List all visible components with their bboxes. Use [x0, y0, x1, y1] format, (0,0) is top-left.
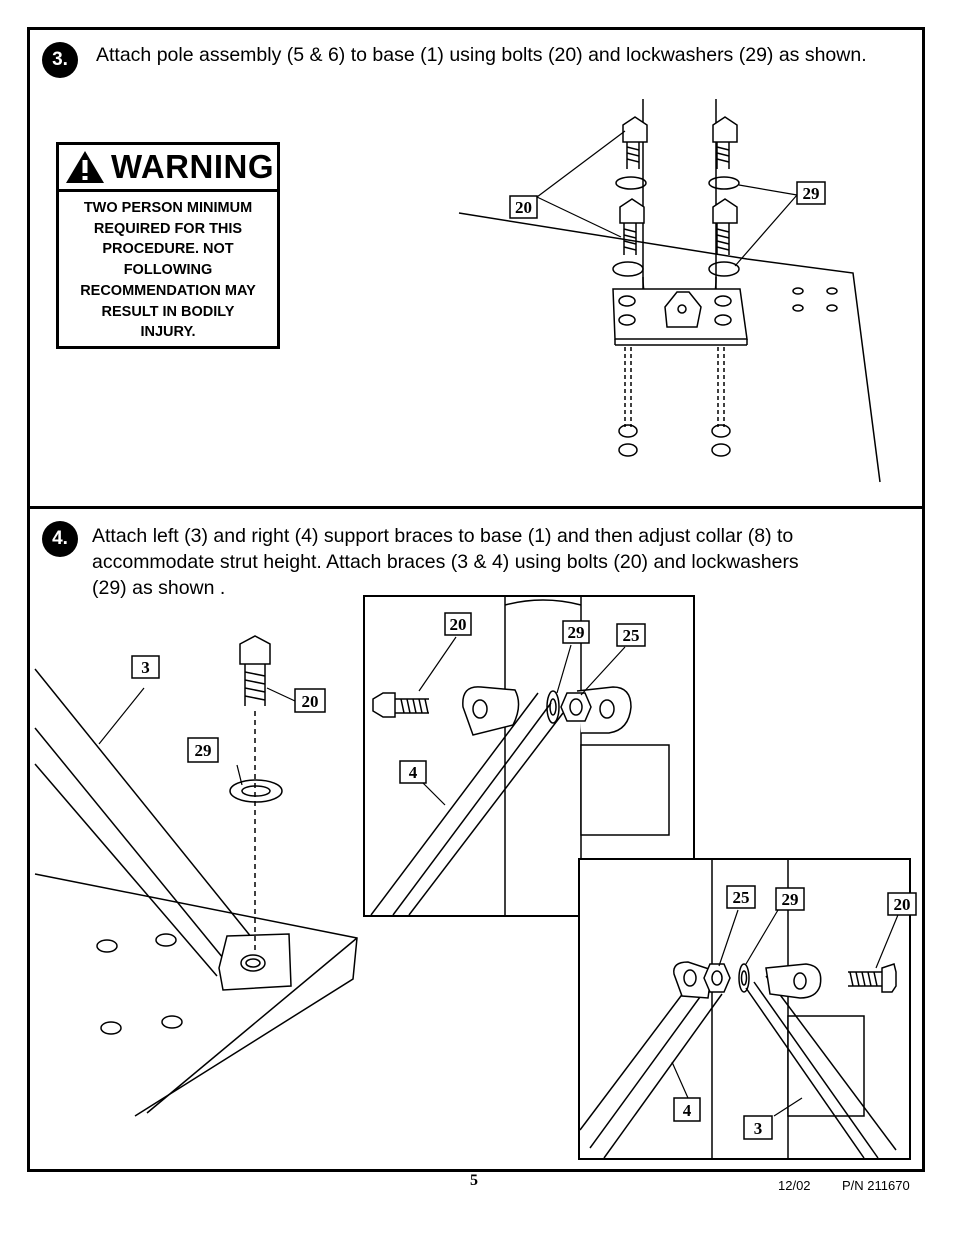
instruction-line: accommodate strut height. Attach braces …	[92, 551, 799, 573]
brace-to-base-drawing: 3 20 29	[34, 635, 358, 1117]
warning-line: FOLLOWING	[123, 262, 213, 279]
warning-body: TWO PERSON MINIMUM REQUIRED FOR THIS PRO…	[59, 192, 277, 343]
warning-title: WARNING	[111, 148, 274, 185]
callout-nut-25: 25	[623, 626, 640, 645]
step-3-pole-base-drawing: 20 29	[458, 99, 881, 483]
warning-line: RESULT IN BODILY	[101, 303, 235, 320]
warning-header: WARNING	[59, 145, 277, 192]
callout-lockwasher-29: 29	[195, 741, 212, 760]
callout-brace-3: 3	[754, 1119, 763, 1138]
warning-line: PROCEDURE. NOT	[102, 241, 234, 258]
warning-box: WARNING TWO PERSON MINIMUM REQUIRED FOR …	[56, 142, 280, 349]
callout-nut-25: 25	[733, 888, 750, 907]
callout-lockwasher: 29	[803, 184, 820, 203]
callout-brace-4: 4	[683, 1101, 692, 1120]
warning-line: REQUIRED FOR THIS	[93, 220, 243, 237]
callout-brace-4: 4	[409, 763, 418, 782]
callout-lockwasher-29: 29	[568, 623, 585, 642]
revision-date: 12/02	[778, 1178, 811, 1193]
warning-line: TWO PERSON MINIMUM	[83, 200, 253, 216]
callout-bolt-20: 20	[894, 895, 911, 914]
callout-bolt-20: 20	[302, 692, 319, 711]
callout-bolt-20: 20	[450, 615, 467, 634]
warning-line: INJURY.	[140, 324, 196, 341]
step-3-panel: 3. Attach pole assembly (5 & 6) to base …	[27, 27, 925, 509]
step-3-instruction: Attach pole assembly (5 & 6) to base (1)…	[96, 44, 867, 66]
part-number: P/N 211670	[842, 1178, 910, 1193]
warning-line: RECOMMENDATION MAY	[80, 282, 256, 299]
page-number: 5	[470, 1172, 478, 1189]
step-4-badge: 4.	[42, 521, 78, 557]
inset-both-braces-drawing: 25 29 20 4 3	[578, 858, 917, 1160]
step-4-instruction: Attach left (3) and right (4) support br…	[92, 523, 912, 601]
callout-bolt: 20	[515, 198, 532, 217]
callout-lockwasher-29: 29	[782, 890, 799, 909]
callout-brace-3: 3	[141, 658, 150, 677]
instruction-line: (29) as shown .	[92, 577, 226, 599]
step-4-panel: 4. Attach left (3) and right (4) support…	[27, 506, 925, 1172]
step-3-badge: 3.	[42, 42, 78, 78]
instruction-line: Attach left (3) and right (4) support br…	[92, 525, 794, 547]
warning-triangle-icon	[66, 151, 104, 183]
